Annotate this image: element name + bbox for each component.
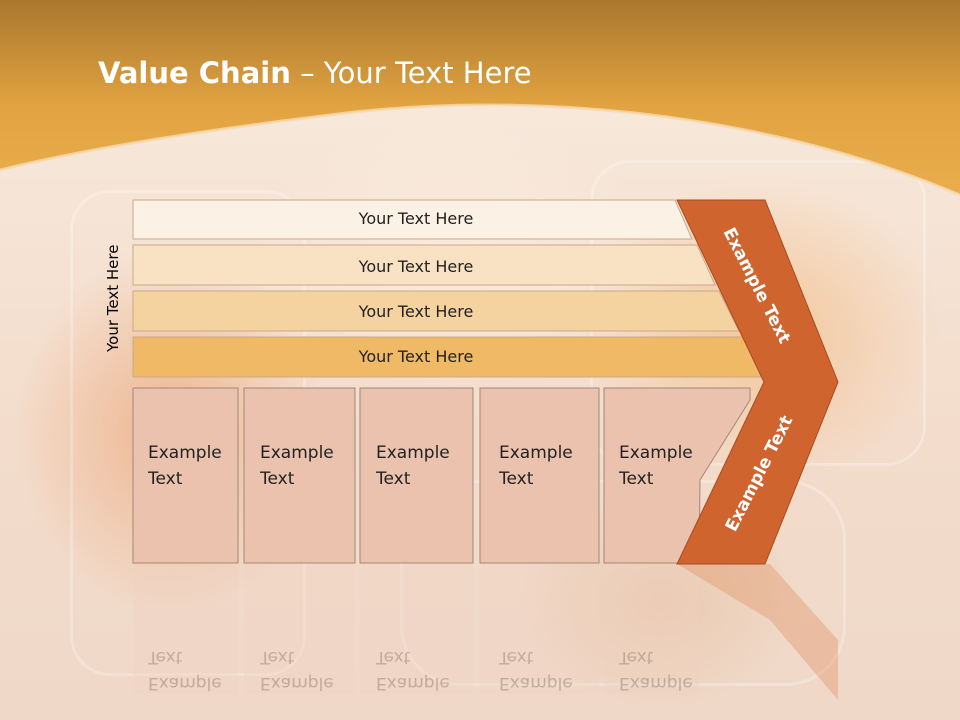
- chevron-arrow: [676, 199, 839, 565]
- column-4-line1: Example: [499, 443, 573, 463]
- column-3-line2: Text: [375, 469, 411, 489]
- column-5-line1: Example: [619, 443, 693, 463]
- bar-4-label: Your Text Here: [358, 347, 474, 366]
- column-5: [603, 387, 751, 564]
- reflect-text-5: Text: [375, 647, 411, 667]
- reflect-text-6: Example: [376, 673, 450, 693]
- bar-1: [132, 199, 693, 240]
- column-2: [243, 387, 356, 564]
- column-1: [132, 387, 239, 564]
- reflection-text: Text Example Text Example Text Example T…: [147, 647, 693, 693]
- column-3-line1: Example: [376, 443, 450, 463]
- reflect-text-2: Example: [148, 673, 222, 693]
- bar-3: [132, 290, 740, 332]
- reflect-text-7: Text: [498, 647, 534, 667]
- reflect-text-1: Text: [147, 647, 183, 667]
- title-bold: Value Chain: [98, 56, 291, 90]
- column-4: [479, 387, 600, 564]
- reflect-text-4: Example: [260, 673, 334, 693]
- bar-1-label: Your Text Here: [358, 209, 474, 228]
- column-2-line2: Text: [259, 469, 295, 489]
- title-rest: – Your Text Here: [290, 56, 532, 90]
- column-4-line2: Text: [498, 469, 534, 489]
- reflect-text-10: Example: [619, 673, 693, 693]
- column-1-line2: Text: [147, 469, 183, 489]
- bar-2: [132, 244, 716, 286]
- column-2-line1: Example: [260, 443, 334, 463]
- reflect-text-3: Text: [259, 647, 295, 667]
- bar-2-label: Your Text Here: [358, 257, 474, 276]
- reflection: [133, 564, 838, 700]
- slide-title: Value Chain – Your Text Here: [98, 56, 532, 90]
- bar-3-label: Your Text Here: [358, 302, 474, 321]
- reflect-text-8: Example: [499, 673, 573, 693]
- column-1-line1: Example: [148, 443, 222, 463]
- reflect-text-9: Text: [618, 647, 654, 667]
- column-3: [359, 387, 474, 564]
- column-5-line2: Text: [618, 469, 654, 489]
- header-band: [0, 0, 960, 200]
